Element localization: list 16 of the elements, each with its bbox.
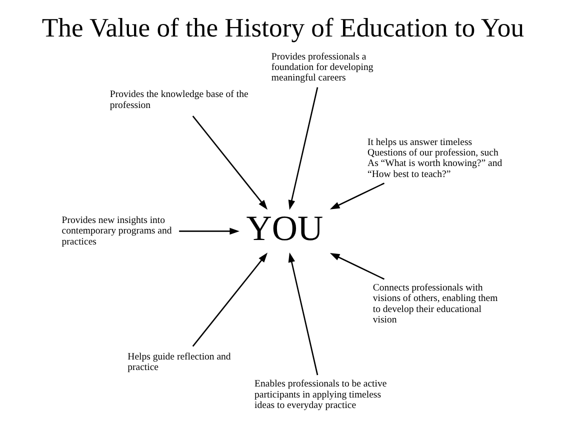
arrow: [192, 116, 268, 210]
node-text: YOU: [246, 208, 323, 248]
node-text: It helps us answer timeless Questions of our profession, such As “What is worth knowing?” and “How best to teach?”: [367, 136, 502, 180]
arrow: [329, 182, 384, 210]
arrow: [329, 252, 384, 280]
arrow: [288, 87, 318, 210]
arrow: [178, 228, 239, 235]
node-text: Connects professionals with visions of others, enabling them to develop their educational vision: [372, 282, 498, 326]
diagram-title: The Value of the History of Education to You: [41, 12, 524, 43]
node-text: Provides new insights into contemporary programs and practices: [61, 215, 172, 248]
node-text: Provides the knowledge base of the profession: [109, 89, 248, 111]
node-text: Provides professionals a foundation for developing meaningful careers: [270, 51, 373, 84]
arrow: [192, 252, 268, 347]
arrow: [288, 252, 318, 376]
node-text: Enables professionals to be active participants in applying timeless ideas to everyday practice: [254, 378, 386, 411]
node-text: Helps guide reflection and practice: [127, 352, 230, 374]
